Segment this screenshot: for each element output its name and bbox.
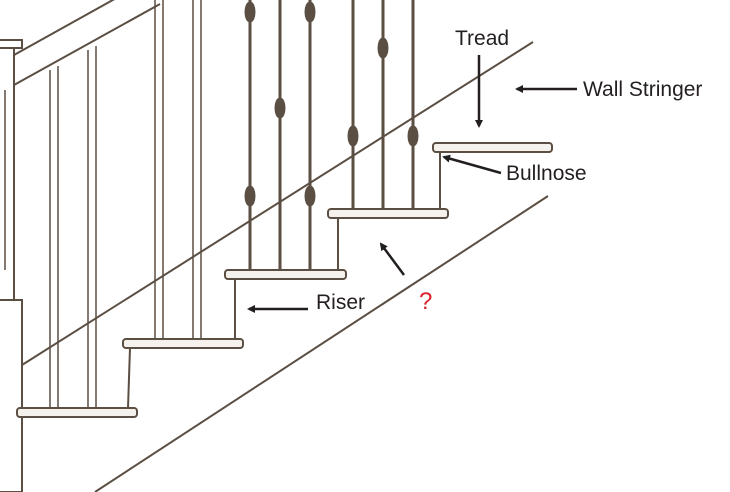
question-mark: ? [419,288,433,315]
stringer-arrow [379,242,406,276]
annotation-arrows [247,55,577,313]
iron-balusters [244,0,419,272]
white-balusters [49,0,202,408]
bullnose-arrow [442,154,502,175]
handrail [13,0,161,86]
stair-handrail-line [21,41,534,366]
bullnose-label: Bullnose [506,162,587,185]
newel-post [0,39,23,492]
wall-stringer [94,195,549,492]
risers [127,152,441,409]
tread-label: Tread [455,27,510,50]
riser-label: Riser [316,291,366,314]
wall-stringer-label: Wall Stringer [583,78,703,101]
treads [16,142,553,418]
